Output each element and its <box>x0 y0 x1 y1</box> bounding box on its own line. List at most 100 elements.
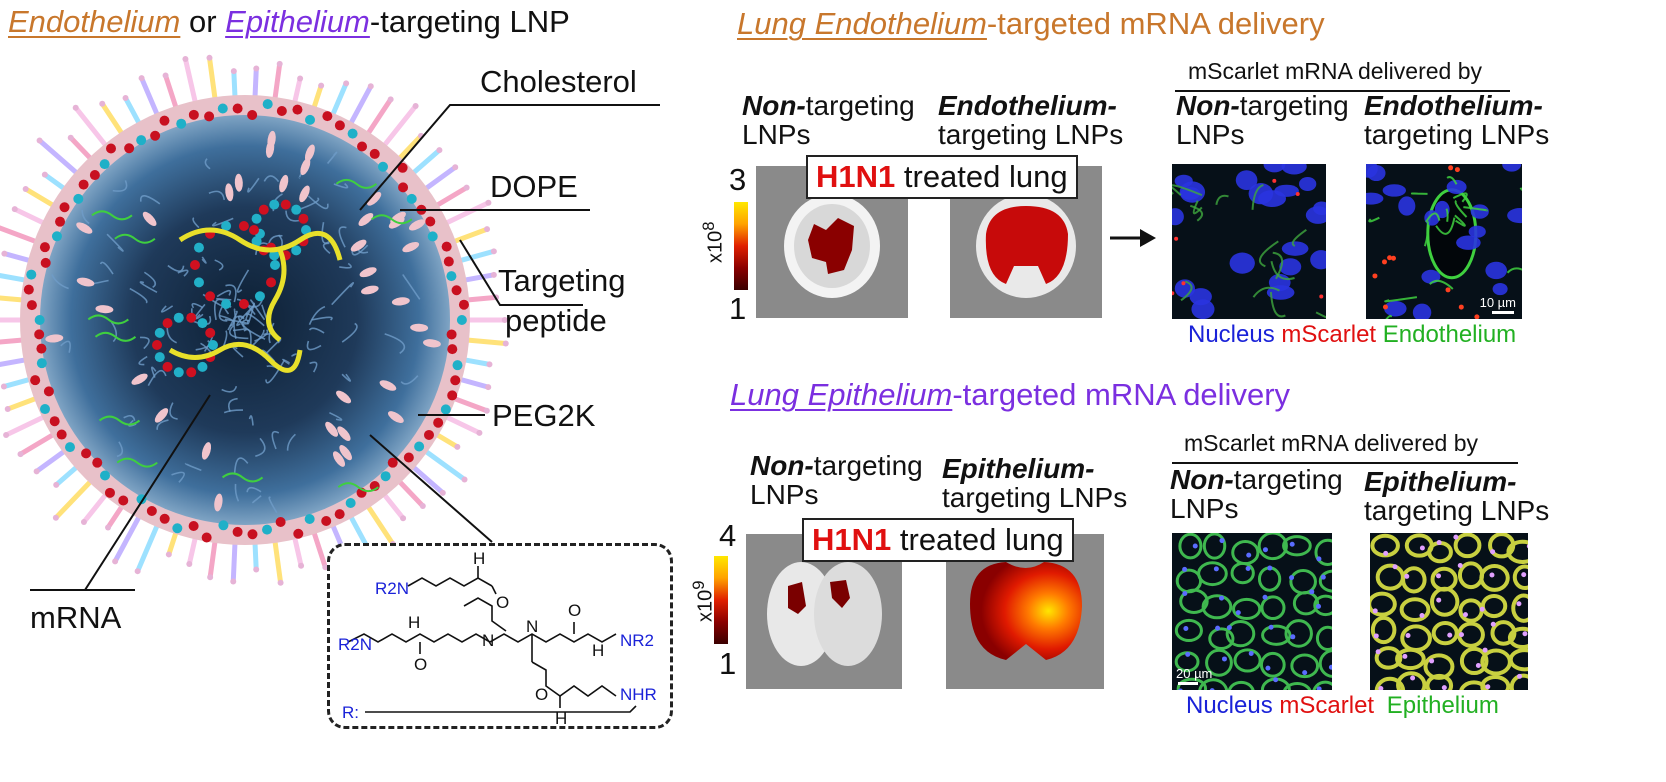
epi-micro-target-bold: Epithelium- <box>1364 466 1517 497</box>
endo-micro-target-label: Endothelium- targeting LNPs <box>1364 90 1550 150</box>
epi-micro-header: mScarlet mRNA delivered by <box>1184 430 1478 456</box>
label-peptide: peptide <box>505 303 607 338</box>
cholesterol-leader <box>359 104 660 211</box>
epi-scale-max: 4 <box>719 518 737 553</box>
epi-non-bold: Non- <box>750 450 814 481</box>
struct-r2n-top: R2N <box>375 579 409 598</box>
endo-scalebar <box>1492 311 1514 314</box>
lnp-particle-illustration <box>0 54 660 591</box>
struct-nr2-right: NR2 <box>620 631 654 650</box>
epi-target-bold: Epithelium- <box>942 453 1095 484</box>
epi-scalebar-label: 20 µm <box>1176 665 1213 681</box>
epi-scale-unit: x109 <box>689 580 717 622</box>
endo-micro-non-rest: targeting <box>1239 90 1349 121</box>
label-cholesterol: Cholesterol <box>480 64 637 99</box>
epi-legend-nucleus: Nucleus <box>1186 692 1273 719</box>
epi-micro-target-label: Epithelium- targeting LNPs <box>1364 466 1550 526</box>
right-arrow-icon <box>1110 226 1156 255</box>
endo-legend-endothelium: Endothelium <box>1382 321 1517 348</box>
endo-colorbar <box>734 202 748 290</box>
epi-title-emph: Lung Epithelium <box>730 377 953 412</box>
lipid-leader <box>369 434 493 543</box>
struct-h3: H <box>592 641 604 660</box>
struct-n-center: N <box>482 631 494 650</box>
endo-scale-min: 1 <box>729 291 747 326</box>
endo-scale-unit: x108 <box>699 221 727 263</box>
endo-legend: Nucleus mScarlet Endothelium <box>1188 321 1517 348</box>
endo-non-line2: LNPs <box>742 118 811 150</box>
endo-micro-non-bold: Non- <box>1176 90 1240 121</box>
epi-micrograph-epithelium-targeting <box>1370 533 1528 690</box>
struct-r2n-left: R2N <box>338 635 372 654</box>
ionizable-lipid-structure-box: R2N O H R2N H O N N O H NR2 O H NHR R: <box>327 543 673 729</box>
endo-legend-mscarlet: mScarlet <box>1281 321 1377 348</box>
endo-micro-non-label: Non-targeting LNPs <box>1176 90 1349 150</box>
epi-micro-header-rule <box>1172 462 1518 464</box>
endo-micro-non-line2: LNPs <box>1176 118 1245 150</box>
endo-micro-target-bold: Endothelium- <box>1364 90 1543 121</box>
label-peg2k: PEG2K <box>492 398 596 433</box>
endo-section-title: Lung Endothelium-targeted mRNA delivery <box>737 8 1325 40</box>
epi-legend-epithelium: Epithelium <box>1386 692 1499 719</box>
epi-colorbar <box>714 556 728 644</box>
endo-micro-target-line2: targeting LNPs <box>1364 118 1550 150</box>
epi-micro-non-rest: targeting <box>1233 464 1343 495</box>
lnp-title-or: or <box>180 4 226 39</box>
struct-n-lower: N <box>526 617 538 636</box>
struct-h4: H <box>555 709 567 726</box>
peptide-leader <box>459 239 583 306</box>
endo-badge-h1n1: H1N1 <box>816 159 896 194</box>
epi-micro-target-line2: targeting LNPs <box>1364 494 1550 526</box>
epi-micrograph-non-targeting: 20 µm <box>1172 533 1332 690</box>
endo-micro-header-rule <box>1175 90 1510 92</box>
endo-legend-nucleus: Nucleus <box>1188 321 1275 348</box>
epi-non-rest: targeting <box>813 450 923 481</box>
epi-micro-non-line2: LNPs <box>1170 492 1239 524</box>
epi-non-line2: LNPs <box>750 478 819 510</box>
epi-section-title: Lung Epithelium-targeted mRNA delivery <box>730 379 1290 411</box>
endo-micrograph-non-targeting <box>1172 164 1326 319</box>
endo-targeting-label: Endothelium- targeting LNPs <box>938 90 1124 150</box>
struct-r-label: R: <box>342 703 359 722</box>
endo-title-rest: -targeted mRNA delivery <box>986 6 1325 41</box>
struct-nhr: NHR <box>620 685 657 704</box>
epi-scale-min: 1 <box>719 646 737 681</box>
lnp-title-epithelium: Epithelium <box>225 4 370 39</box>
epi-badge-h1n1: H1N1 <box>812 522 892 557</box>
endo-badge-rest: treated lung <box>895 159 1068 194</box>
endo-non-bold: Non- <box>742 90 806 121</box>
epi-badge-rest: treated lung <box>891 522 1064 557</box>
epi-scalebar <box>1178 682 1198 685</box>
epi-h1n1-badge: H1N1 treated lung <box>802 518 1074 562</box>
endo-h1n1-badge: H1N1 treated lung <box>806 155 1078 199</box>
epi-micro-non-label: Non-targeting LNPs <box>1170 464 1343 524</box>
struct-o2: O <box>414 655 427 674</box>
struct-o4: O <box>535 685 548 704</box>
endo-micro-header: mScarlet mRNA delivered by <box>1188 58 1482 84</box>
lnp-title-rest: -targeting LNP <box>369 4 570 39</box>
label-mrna: mRNA <box>30 600 122 635</box>
lnp-title-endothelium: Endothelium <box>8 4 181 39</box>
lnp-title: Endothelium or Epithelium-targeting LNP <box>8 6 570 38</box>
endo-lung-image-non-targeting <box>756 166 908 318</box>
epi-legend-mscarlet: mScarlet <box>1279 692 1375 719</box>
endo-non-targeting-label: Non-targeting LNPs <box>742 90 915 150</box>
epi-title-rest: -targeted mRNA delivery <box>952 377 1291 412</box>
epi-legend: Nucleus mScarlet Epithelium <box>1186 692 1499 719</box>
epi-target-line2: targeting LNPs <box>942 481 1128 513</box>
endo-scalebar-label: 10 µm <box>1479 294 1516 310</box>
endo-micrograph-endothelium-targeting: 10 µm <box>1366 164 1522 319</box>
struct-h2: H <box>408 613 420 632</box>
endo-scale-max: 3 <box>729 162 747 197</box>
label-targeting: Targeting <box>498 263 626 298</box>
struct-o1: O <box>496 593 509 612</box>
struct-o3: O <box>568 601 581 620</box>
label-dope: DOPE <box>490 169 578 204</box>
endo-target-bold: Endothelium- <box>938 90 1117 121</box>
endo-target-line2: targeting LNPs <box>938 118 1124 150</box>
epi-micro-non-bold: Non- <box>1170 464 1234 495</box>
lipid-structure-drawing: R2N O H R2N H O N N O H NR2 O H NHR R: <box>338 549 657 726</box>
struct-h1: H <box>473 549 485 568</box>
endo-title-emph: Lung Endothelium <box>737 6 987 41</box>
endo-non-rest: targeting <box>805 90 915 121</box>
